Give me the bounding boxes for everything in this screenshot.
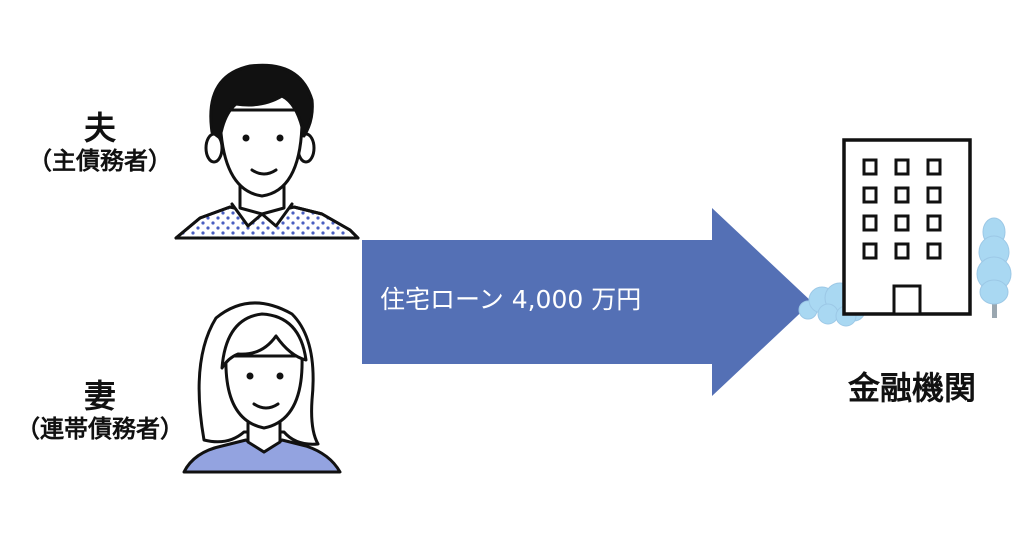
wife-role: （連帯債務者） [16, 415, 184, 443]
wife-label: 妻 （連帯債務者） [0, 378, 200, 444]
loan-arrow [362, 208, 812, 396]
husband-label: 夫 （主債務者） [0, 110, 200, 176]
man-icon [174, 63, 360, 240]
lender-label: 金融機関 [847, 369, 976, 407]
building-icon [842, 138, 972, 316]
husband-role: （主債務者） [28, 147, 172, 175]
tree-icon [976, 217, 1012, 318]
wife-name: 妻 [83, 377, 116, 415]
woman-icon [182, 301, 342, 474]
husband-name: 夫 [83, 109, 116, 147]
loan-label: 住宅ローン 4,000 万円 [380, 285, 642, 314]
